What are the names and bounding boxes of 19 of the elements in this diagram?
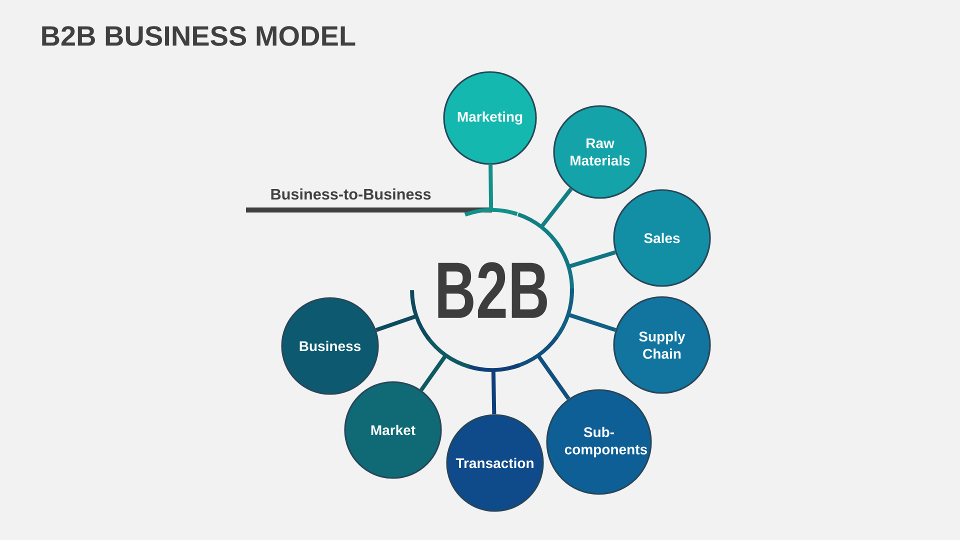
connector-line (540, 188, 573, 228)
circle-node: Raw Materials (553, 105, 647, 199)
circle-node: Sales (613, 189, 711, 287)
connector-line (568, 250, 616, 268)
connector-line (375, 314, 417, 332)
title: B2B BUSINESS MODEL (42, 26, 356, 46)
circle-node: Supply Chain (613, 296, 711, 394)
circle-node: Sub-components (546, 389, 652, 495)
connector-line (536, 354, 570, 400)
center-text: B2B (438, 262, 547, 318)
label-text: Business-to-Business (271, 188, 431, 200)
connector-line (568, 312, 616, 332)
circle-node: Market (344, 381, 442, 479)
circle-node: Marketing (443, 71, 537, 165)
circle-node: Business (281, 297, 379, 395)
connector-line (420, 354, 448, 392)
connector-line (488, 164, 494, 210)
connector-line (491, 370, 496, 414)
circle-node: Transaction (446, 414, 544, 512)
